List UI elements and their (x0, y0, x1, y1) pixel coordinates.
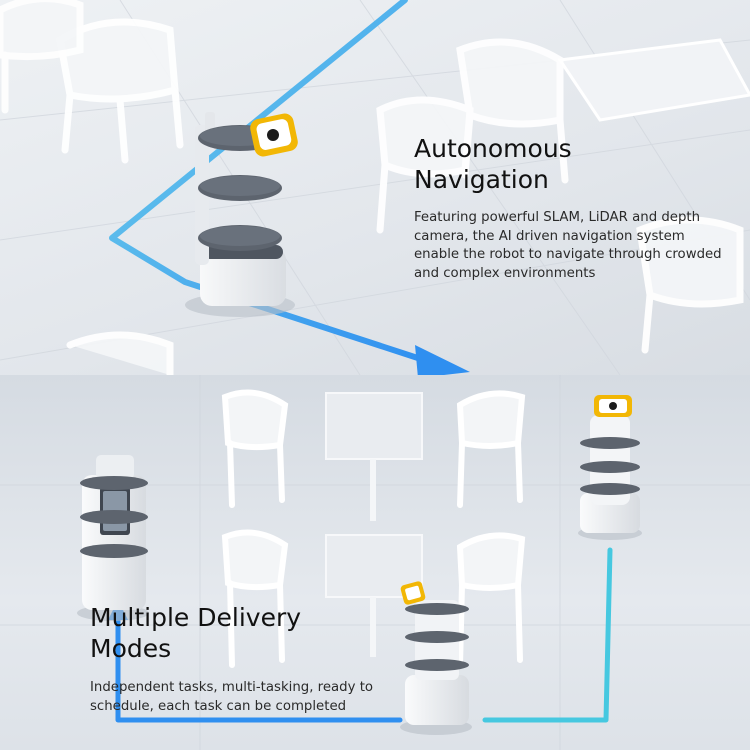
multiple-delivery-modes-section: Multiple Delivery Modes Independent task… (0, 375, 750, 750)
path-arrow-icon (415, 345, 470, 375)
delivery-robot-center-illustration (400, 581, 472, 735)
robot-screen-icon (267, 129, 279, 141)
title-line-2: Modes (90, 633, 172, 663)
navigation-scene-illustration (0, 0, 750, 375)
chair-shape (56, 18, 184, 164)
section-description: Featuring powerful SLAM, LiDAR and depth… (414, 210, 722, 281)
delivery-path (115, 610, 403, 723)
section-title: Autonomous Navigation (414, 134, 714, 195)
autonomous-navigation-section: Autonomous Navigation Featuring powerful… (0, 0, 750, 375)
title-line-1: Multiple Delivery (90, 603, 302, 632)
return-path (482, 547, 613, 723)
delivery-scene-illustration (0, 375, 750, 750)
display-robot-illustration (77, 455, 149, 621)
delivery-robot-right-illustration (578, 395, 642, 540)
title-line-2: Navigation (414, 164, 549, 194)
section-title: Multiple Delivery Modes (90, 603, 410, 664)
delivery-robot-illustration (195, 112, 298, 306)
title-line-1: Autonomous (414, 134, 572, 163)
section-description: Independent tasks, multi-tasking, ready … (90, 680, 374, 714)
